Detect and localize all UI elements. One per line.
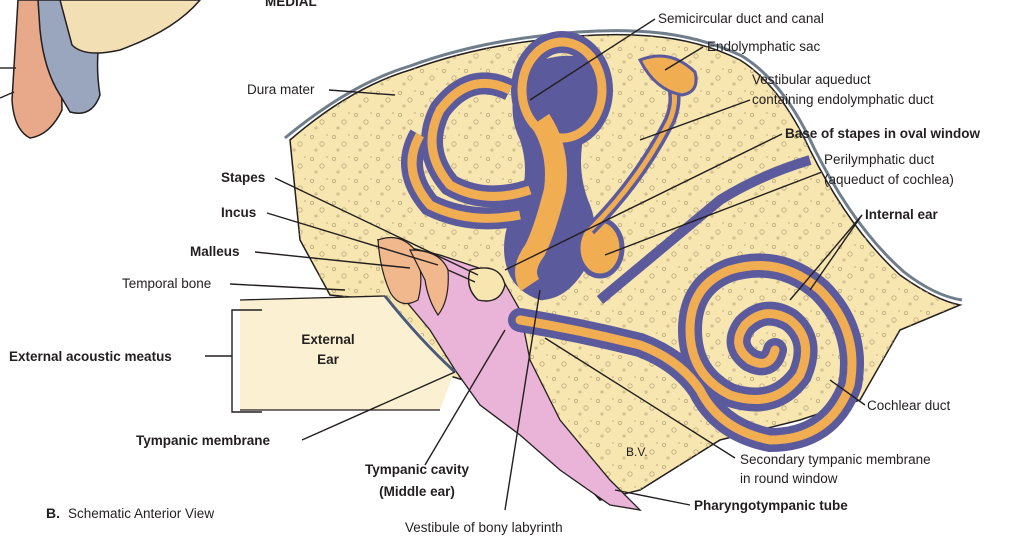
label-dura-mater: Dura mater [247, 82, 315, 97]
label-tympanic-cavity: Tympanic cavity [365, 462, 470, 477]
label-external-ear-2: Ear [317, 352, 340, 367]
label-semicircular: Semicircular duct and canal [658, 11, 824, 26]
panel-letter: B. [46, 505, 60, 521]
label-secondary-tympanic: Secondary tympanic membrane [740, 452, 931, 467]
label-perilymphatic: Perilymphatic duct [824, 152, 935, 167]
label-cochlear-duct: Cochlear duct [867, 398, 951, 413]
label-external-acoustic-meatus: External acoustic meatus [9, 349, 172, 364]
medial-label: MEDIAL [265, 0, 317, 9]
panel-caption: Schematic Anterior View [68, 506, 214, 521]
label-temporal-bone: Temporal bone [122, 276, 211, 291]
label-vestibule: Vestibule of bony labyrinth [405, 520, 563, 535]
label-incus: Incus [221, 205, 256, 220]
label-secondary-tympanic-2: in round window [740, 471, 838, 486]
inset-figure-fragment [0, 0, 200, 138]
label-vestibular-aqueduct: Vestibular aqueduct [752, 72, 871, 87]
label-bv: B.V. [626, 445, 648, 459]
label-endolymphatic-sac: Endolymphatic sac [707, 39, 821, 54]
label-internal-ear: Internal ear [865, 207, 939, 222]
label-tympanic-membrane: Tympanic membrane [136, 433, 271, 448]
label-stapes: Stapes [221, 170, 265, 185]
label-vestibular-aqueduct-2: containing endolymphatic duct [752, 92, 934, 107]
label-base-stapes: Base of stapes in oval window [785, 126, 981, 141]
label-malleus: Malleus [190, 244, 240, 259]
label-tympanic-cavity-2: (Middle ear) [379, 484, 455, 499]
label-perilymphatic-2: (aqueduct of cochlea) [824, 172, 954, 187]
label-external-ear: External [301, 332, 354, 347]
label-pharyngotympanic-tube: Pharyngotympanic tube [694, 498, 848, 513]
